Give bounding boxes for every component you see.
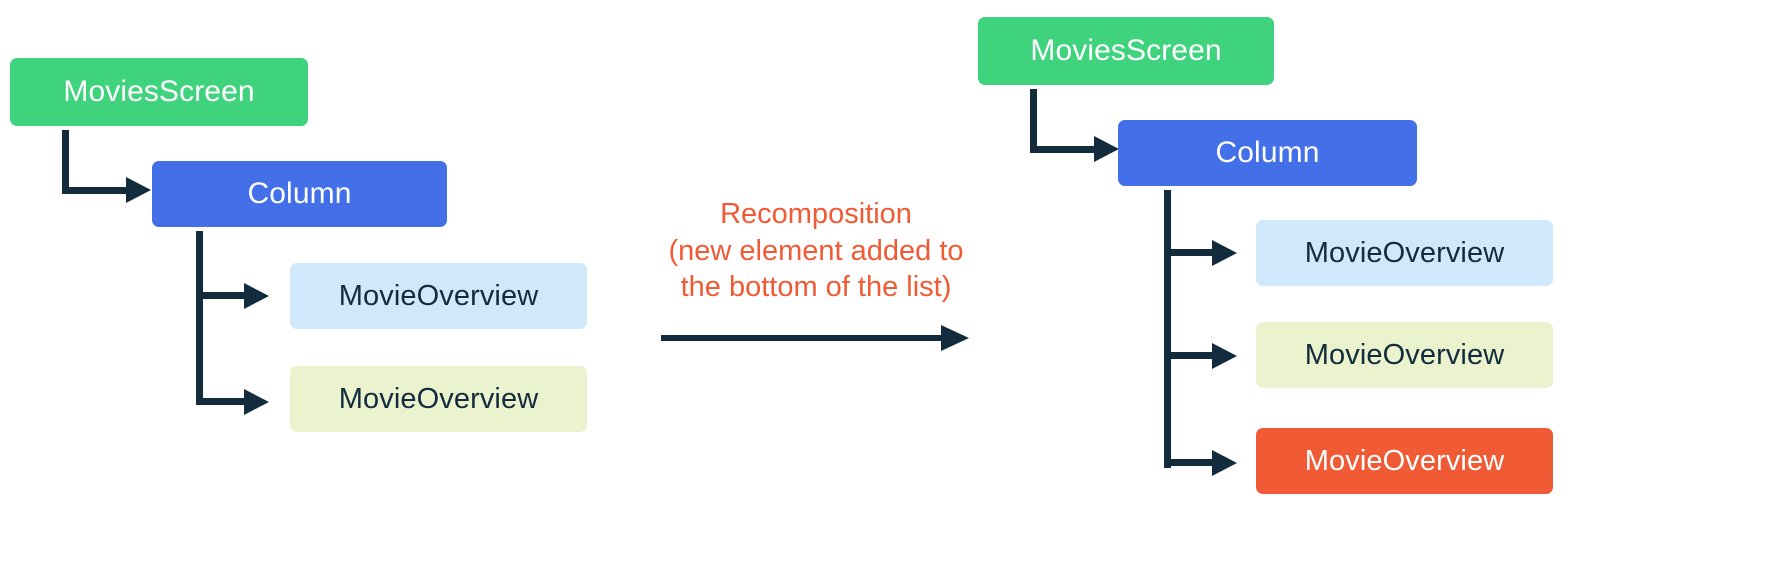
after-node-moviesscreen[interactable]: MoviesScreen — [978, 17, 1274, 85]
before-movieoverview-2-label: MovieOverview — [338, 382, 539, 415]
after-movieoverview-3-label: MovieOverview — [1304, 444, 1505, 477]
transition-caption-line-2: (new element added to — [668, 234, 964, 267]
before-node-column[interactable]: Column — [152, 161, 447, 227]
right-arrow-icon — [941, 325, 969, 351]
after-connector-branch-3 — [1164, 459, 1216, 466]
after-connector-branch-1 — [1164, 249, 1216, 256]
transition-caption-line-1: Recomposition — [720, 198, 912, 230]
before-arrowhead-root — [126, 177, 151, 203]
after-arrowhead-branch-2 — [1212, 343, 1237, 369]
transition-caption: Recomposition (new element added to the … — [656, 196, 976, 306]
after-connector-column-spine — [1164, 190, 1171, 468]
after-node-column[interactable]: Column — [1118, 120, 1417, 186]
before-connector-column-spine — [196, 231, 203, 405]
before-connector-branch-1 — [196, 292, 248, 299]
after-node-movieoverview-1[interactable]: MovieOverview — [1256, 220, 1553, 286]
before-arrowhead-branch-1 — [244, 283, 269, 309]
after-column-label: Column — [1215, 136, 1320, 169]
transition-arrow-shaft — [661, 335, 944, 341]
before-moviesscreen-label: MoviesScreen — [63, 75, 255, 108]
transition-caption-line-3: the bottom of the list) — [680, 271, 952, 304]
after-arrowhead-root — [1094, 136, 1119, 162]
before-movieoverview-1-label: MovieOverview — [338, 279, 539, 312]
after-arrowhead-branch-3 — [1212, 450, 1237, 476]
before-column-label: Column — [247, 177, 352, 210]
before-connector-branch-2 — [196, 398, 248, 405]
after-movieoverview-1-label: MovieOverview — [1304, 236, 1505, 269]
after-moviesscreen-label: MoviesScreen — [1030, 34, 1222, 67]
before-node-movieoverview-1[interactable]: MovieOverview — [290, 263, 587, 329]
before-connector-root-horizontal — [62, 187, 130, 194]
after-node-movieoverview-2[interactable]: MovieOverview — [1256, 322, 1553, 388]
before-arrowhead-branch-2 — [244, 389, 269, 415]
after-movieoverview-2-label: MovieOverview — [1304, 338, 1505, 371]
after-arrowhead-branch-1 — [1212, 240, 1237, 266]
before-node-moviesscreen[interactable]: MoviesScreen — [10, 58, 308, 126]
after-connector-root-horizontal — [1030, 146, 1098, 153]
after-connector-root-vertical — [1030, 89, 1037, 153]
before-connector-root-vertical — [62, 130, 69, 194]
after-node-movieoverview-3-new[interactable]: MovieOverview — [1256, 428, 1553, 494]
after-connector-branch-2 — [1164, 352, 1216, 359]
before-node-movieoverview-2[interactable]: MovieOverview — [290, 366, 587, 432]
